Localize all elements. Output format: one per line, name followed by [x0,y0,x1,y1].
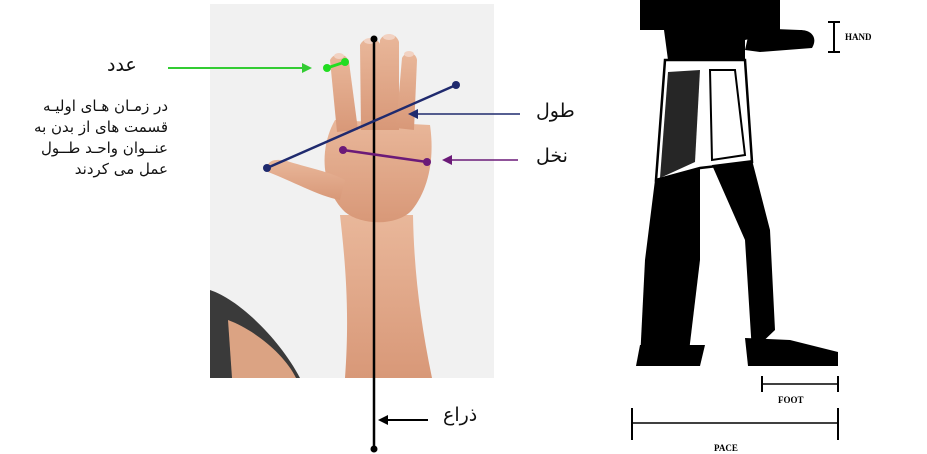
cubit-label: ذراع [443,404,477,426]
digit-label: عدد [107,54,137,76]
hand-photo [210,4,494,378]
pace-label: PACE [714,443,738,453]
front-leg [712,160,775,352]
fist-arm [745,28,814,52]
caption-text: در زمـان هـای اولیـه قسمت های از بدن به … [6,96,168,180]
foot-label: FOOT [778,395,804,405]
middle-finger [380,34,399,130]
ring-finger [360,38,383,130]
caption-line: عمل می کردند [6,159,168,180]
caption-line: قسمت های از بدن به [6,117,168,138]
pace-bracket [632,408,838,440]
rear-foot [636,345,705,366]
hand-bracket [828,22,840,52]
foot-bracket [762,376,838,392]
egyptian-figure [636,0,838,366]
front-foot [745,338,838,366]
cubit-arrow [378,415,428,425]
palm-label: نخل [536,145,568,167]
span-label: طول [536,100,575,122]
caption-line: در زمـان هـای اولیـه [6,96,168,117]
caption-line: عنــوان واحـد طــول [6,138,168,159]
rear-leg [640,168,700,360]
hand-label: HAND [845,32,872,42]
